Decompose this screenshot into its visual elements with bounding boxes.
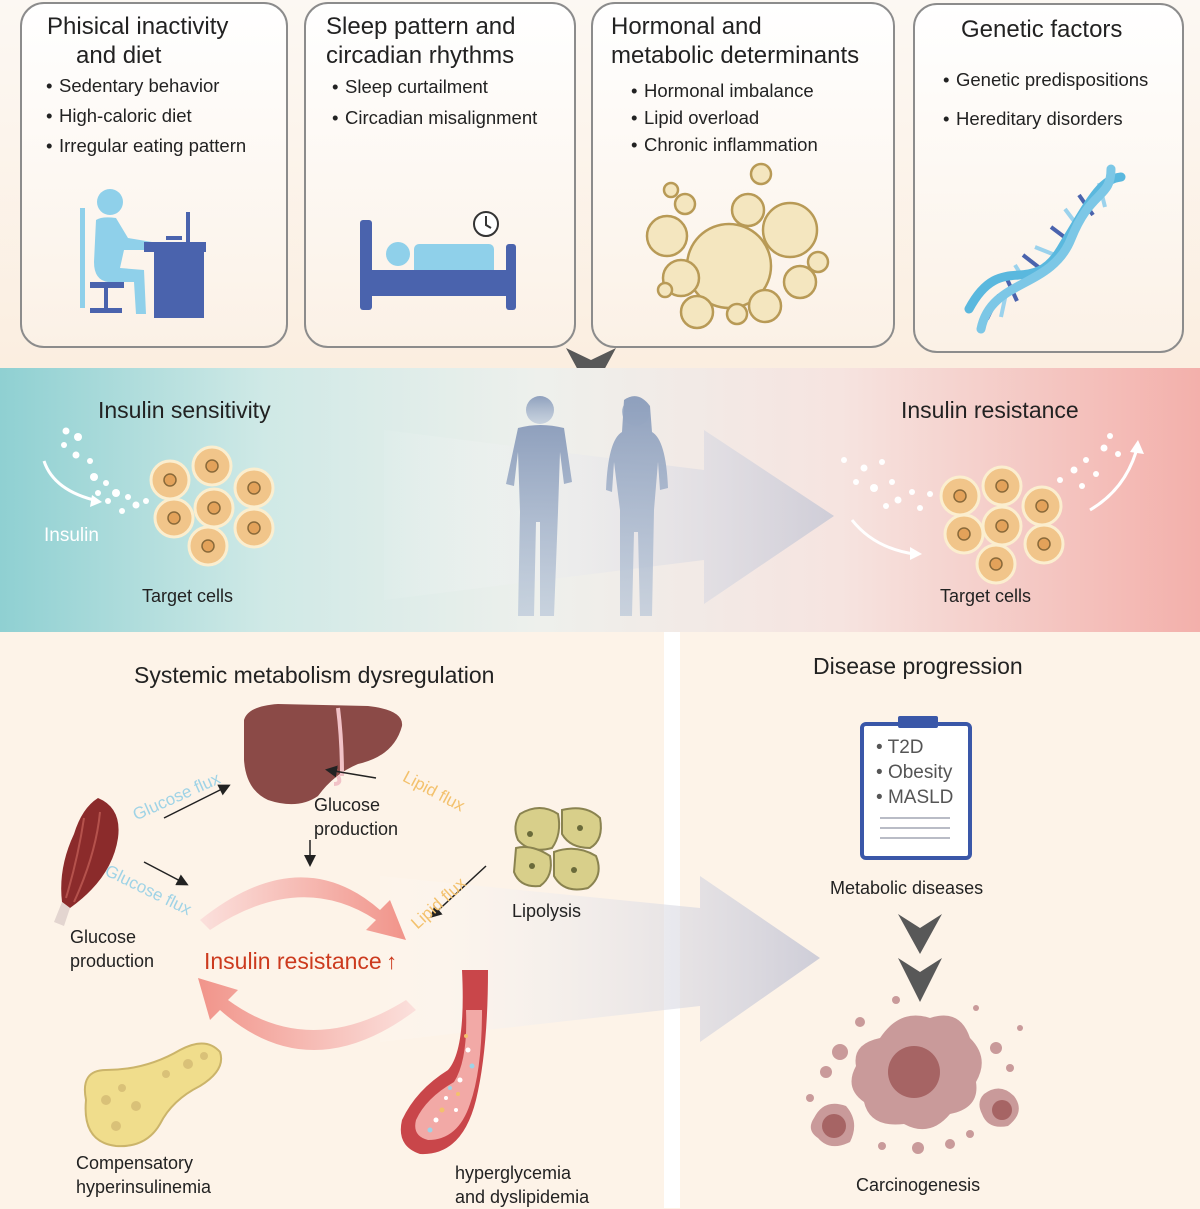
bullet-item: Chronic inflammation: [631, 131, 818, 158]
hyperinsulinemia-line2: hyperinsulinemia: [76, 1177, 212, 1197]
bullet-item: High-caloric diet: [46, 101, 246, 131]
bullet-item: Irregular eating pattern: [46, 131, 246, 161]
person-at-desk-icon: [80, 189, 206, 318]
card-title-line1: Phisical inactivity: [47, 13, 229, 40]
insulin-resistance-center: Insulin resistance ↑: [204, 948, 397, 975]
card-hormonal-metabolic: Hormonal and metabolic determinants Horm…: [591, 2, 895, 348]
card-title-line1: Hormonal and: [611, 13, 762, 40]
disease-progression-title: Disease progression: [813, 653, 1023, 679]
adipocytes-icon: [512, 807, 602, 891]
card-genetic-factors: Genetic factors Genetic predispositions …: [913, 3, 1184, 353]
double-chevron-down-icon: [898, 914, 942, 1002]
hyperinsulinemia-line1: Compensatory: [76, 1153, 194, 1173]
card-title-line1: Sleep pattern and: [326, 13, 516, 40]
people-silhouette-icon: [506, 396, 668, 616]
muscle-icon: [54, 798, 119, 926]
insulin-molecules-right: [841, 433, 1144, 560]
arrow-up-icon: ↑: [386, 949, 398, 974]
target-cells-left-icon: [149, 445, 275, 567]
insulin-label: Insulin: [44, 525, 99, 546]
flux-arrows: [143, 765, 487, 919]
carcinogenesis-label: Carcinogenesis: [856, 1175, 981, 1195]
cancer-cells-icon: [806, 996, 1023, 1154]
card-title-line2: and diet: [76, 42, 162, 69]
hyperglycemia-line1: hyperglycemia: [455, 1163, 572, 1183]
bullet-item: Lipid overload: [631, 104, 818, 131]
blood-vessel-icon: [400, 970, 488, 1155]
liver-glucose-production-line1: Glucose: [314, 795, 381, 815]
target-cells-right-icon: [939, 465, 1065, 585]
lipolysis-label: Lipolysis: [512, 901, 582, 921]
muscle-glucose-production-line1: Glucose: [70, 927, 137, 947]
insulin-molecules-left: [42, 427, 149, 514]
bullet-list: Sleep curtailment Circadian misalignment: [332, 71, 537, 133]
card-sleep-pattern: Sleep pattern and circadian rhythms Slee…: [304, 2, 576, 348]
progression-arrow: [380, 876, 820, 1042]
card-title-line1: Genetic factors: [961, 16, 1123, 43]
bullet-item: Sleep curtailment: [332, 71, 537, 102]
insulin-sensitivity-title: Insulin sensitivity: [98, 397, 271, 423]
bullet-list: Genetic predispositions Hereditary disor…: [943, 60, 1148, 138]
bed-with-clock-icon: [360, 211, 516, 310]
bullet-item: Genetic predispositions: [943, 60, 1148, 99]
clipboard-icon: [860, 716, 972, 860]
bullet-item: Hereditary disorders: [943, 99, 1148, 138]
clipboard-item: • T2D: [876, 737, 924, 758]
lipid-droplets-icon: [645, 162, 830, 330]
bullet-item: Circadian misalignment: [332, 102, 537, 133]
bullet-item: Sedentary behavior: [46, 71, 246, 101]
muscle-glucose-production-line2: production: [70, 951, 155, 971]
bullet-item: Hormonal imbalance: [631, 77, 818, 104]
liver-icon: [244, 704, 403, 805]
clipboard-item: • Obesity: [876, 762, 953, 783]
card-physical-inactivity: Phisical inactivity and diet Sedentary b…: [20, 2, 288, 348]
liver-glucose-production-line2: production: [314, 819, 399, 839]
cycle-arrows: [198, 877, 416, 1050]
clipboard-item: • MASLD: [876, 787, 954, 808]
metabolic-diseases-label: Metabolic diseases: [830, 878, 984, 898]
card-title-line2: metabolic determinants: [611, 42, 860, 69]
dna-helix-icon: [964, 164, 1126, 334]
target-cells-right-label: Target cells: [940, 586, 1032, 606]
pancreas-icon: [84, 1042, 222, 1148]
insulin-resistance-title: Insulin resistance: [901, 397, 1079, 423]
card-title-line2: circadian rhythms: [326, 42, 515, 69]
systemic-title: Systemic metabolism dysregulation: [134, 662, 495, 688]
bullet-list: Hormonal imbalance Lipid overload Chroni…: [631, 77, 818, 158]
hyperglycemia-line2: and dyslipidemia: [455, 1187, 590, 1207]
insulin-resistance-label: Insulin resistance: [204, 948, 382, 974]
transition-arrow: [384, 430, 834, 604]
target-cells-left-label: Target cells: [142, 586, 234, 606]
bullet-list: Sedentary behavior High-caloric diet Irr…: [46, 71, 246, 161]
